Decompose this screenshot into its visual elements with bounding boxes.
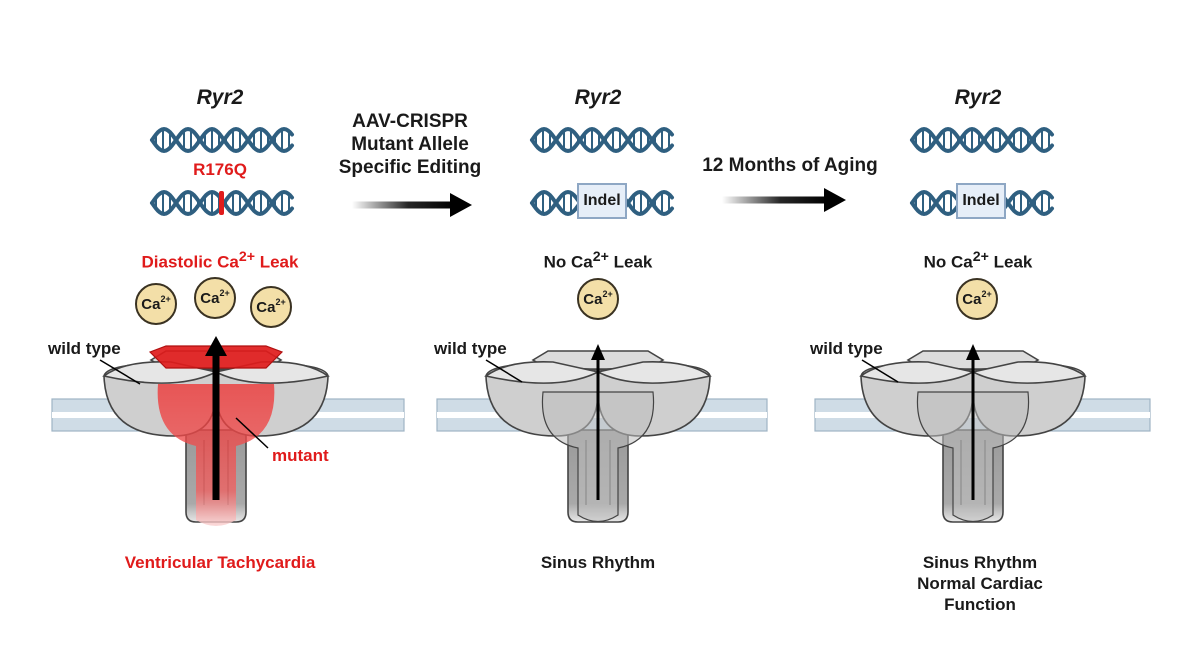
ryr2-channel-3 xyxy=(859,344,1087,523)
panel3-leak-label: No Ca2+ Leak xyxy=(923,249,1033,272)
panel2-wild-type-label: wild type xyxy=(434,339,507,358)
panel1-wild-type-label: wild type xyxy=(48,339,121,358)
step2-line-1: 12 Months of Aging xyxy=(702,155,878,176)
wild-type-pointer-3 xyxy=(861,359,899,383)
step2-label: 12 Months of Aging xyxy=(690,154,890,177)
ryr2-channel-2 xyxy=(484,344,712,523)
panel1-leak-label: Diastolic Ca2+ Leak xyxy=(141,249,299,272)
step1-line-1: AAV-CRISPR xyxy=(352,111,468,132)
step-arrows xyxy=(352,188,846,217)
panel2-outcome-line: Sinus Rhythm xyxy=(540,553,656,572)
mutation-mark xyxy=(219,191,224,215)
step1-label: AAV-CRISPR Mutant Allele Specific Editin… xyxy=(325,110,495,179)
panel2-indel-box: Indel xyxy=(577,183,627,219)
channels xyxy=(102,336,1087,526)
dna-helix-top-1 xyxy=(150,126,294,154)
step-arrow-1 xyxy=(352,193,472,217)
pore-arrowhead xyxy=(591,344,605,360)
panel3-outcome-line-3: Function xyxy=(944,595,1016,614)
panel2-leak-label: No Ca2+ Leak xyxy=(543,249,653,272)
panel3-outcome-line-2: Normal Cardiac xyxy=(917,574,1043,593)
pore-arrowhead xyxy=(205,336,227,356)
wild-type-pointer-2 xyxy=(485,359,523,383)
ryr2-channel-1 xyxy=(102,336,330,526)
panel1-outcome: Ventricular Tachycardia xyxy=(90,552,350,573)
panel3-outcome-line-1: Sinus Rhythm xyxy=(922,553,1038,572)
panel3-indel-box: Indel xyxy=(956,183,1006,219)
panel3-gene-label: Ryr2 xyxy=(954,86,1002,109)
panel3-wild-type-label: wild type xyxy=(810,339,883,358)
dna-helix-top-3 xyxy=(910,126,1054,154)
panel1-outcome-line: Ventricular Tachycardia xyxy=(124,553,316,572)
panel3-outcome: Sinus Rhythm Normal Cardiac Function xyxy=(880,552,1080,615)
step1-line-3: Specific Editing xyxy=(338,157,482,178)
step-arrow-2 xyxy=(722,188,846,212)
wild-type-pointer-1 xyxy=(99,359,141,385)
panel1-mutation-label: R176Q xyxy=(193,160,247,179)
panel1-gene-label: Ryr2 xyxy=(196,86,244,109)
panel2-outcome: Sinus Rhythm xyxy=(508,552,688,573)
pore-arrowhead xyxy=(966,344,980,360)
label-pointers xyxy=(99,359,899,449)
dna-helix-top-2 xyxy=(530,126,674,154)
mutant-pointer xyxy=(235,417,269,449)
panel2-gene-label: Ryr2 xyxy=(574,86,622,109)
step1-line-2: Mutant Allele xyxy=(351,134,469,155)
dna-helix-mutant-1 xyxy=(150,189,294,217)
panel1-mutant-label: mutant xyxy=(272,446,329,465)
